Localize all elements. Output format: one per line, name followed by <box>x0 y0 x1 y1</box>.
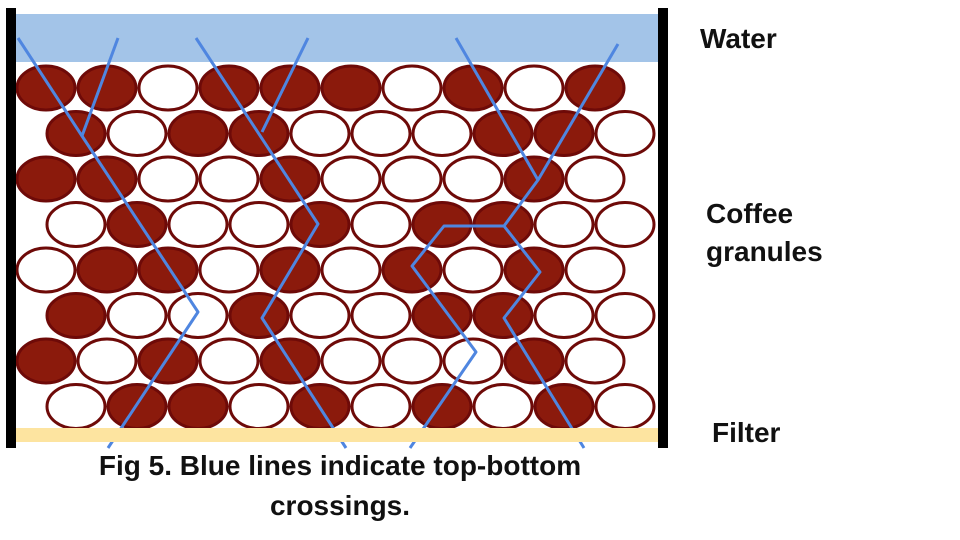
dark-granule <box>167 383 229 430</box>
light-granule <box>594 292 656 339</box>
light-granule <box>350 201 412 248</box>
light-granule <box>76 337 138 385</box>
figure-caption: Fig 5. Blue lines indicate top-bottom cr… <box>20 446 660 526</box>
dark-granule <box>76 246 138 294</box>
light-granule <box>442 337 504 385</box>
light-granule <box>320 155 382 203</box>
crossing-path-line <box>260 37 310 133</box>
light-granule <box>442 155 504 203</box>
light-granule <box>106 292 168 339</box>
dark-granule <box>381 246 443 294</box>
light-granule <box>15 246 77 294</box>
light-granule <box>198 246 260 294</box>
dark-granule <box>411 383 473 430</box>
light-granule <box>320 337 382 385</box>
dark-granule <box>289 201 351 248</box>
light-granule <box>45 383 107 430</box>
light-granule <box>320 246 382 294</box>
filter-label: Filter <box>712 417 781 448</box>
light-granule <box>594 201 656 248</box>
dark-granule <box>106 201 168 248</box>
crossing-path-line <box>502 225 586 449</box>
caption-line-1: Fig 5. Blue lines indicate top-bottom <box>98 450 582 481</box>
container-right-wall <box>658 8 668 448</box>
light-granule <box>198 155 260 203</box>
filter-layer <box>14 428 662 442</box>
dark-granule <box>503 246 565 294</box>
light-granule <box>564 246 626 294</box>
water-layer <box>14 14 662 62</box>
light-granule <box>228 383 290 430</box>
light-granule <box>289 110 351 157</box>
light-granule <box>289 292 351 339</box>
light-granule <box>564 155 626 203</box>
crossing-paths <box>16 37 620 449</box>
coffee-granules-label: Coffee granules <box>706 195 906 271</box>
light-granule <box>381 155 443 203</box>
light-granule <box>167 292 229 339</box>
light-granule <box>381 64 443 112</box>
light-granule <box>228 201 290 248</box>
crossing-path-line <box>16 37 200 449</box>
dark-granule <box>503 155 565 203</box>
light-granule <box>350 292 412 339</box>
dark-granule <box>137 246 199 294</box>
light-granule <box>45 201 107 248</box>
dark-granule <box>564 64 626 112</box>
light-granule <box>167 201 229 248</box>
dark-granule <box>45 110 107 157</box>
container-left-wall <box>6 8 16 448</box>
caption-line-2: crossings. <box>269 490 411 521</box>
light-granule <box>350 110 412 157</box>
dark-granule <box>137 337 199 385</box>
light-granule <box>594 383 656 430</box>
water-label: Water <box>700 23 777 54</box>
light-granule <box>533 292 595 339</box>
light-granule <box>564 337 626 385</box>
coffee-label-line-1: Coffee <box>706 198 794 229</box>
crossing-path-line <box>194 37 348 449</box>
dark-granule <box>15 155 77 203</box>
crossing-path-line <box>536 43 620 181</box>
light-granule <box>533 201 595 248</box>
dark-granule <box>15 64 77 112</box>
dark-granule <box>228 292 290 339</box>
dark-granule <box>76 64 138 112</box>
coffee-label-line-2: granules <box>706 236 823 267</box>
dark-granule <box>167 110 229 157</box>
light-granule <box>350 383 412 430</box>
light-granule <box>411 110 473 157</box>
dark-granule <box>259 64 321 112</box>
dark-granule <box>472 292 534 339</box>
coffee-granules <box>15 64 656 430</box>
light-granule <box>106 110 168 157</box>
dark-granule <box>411 292 473 339</box>
light-granule <box>472 383 534 430</box>
dark-granule <box>15 337 77 385</box>
light-granule <box>503 64 565 112</box>
light-granule <box>137 155 199 203</box>
dark-granule <box>320 64 382 112</box>
light-granule <box>198 337 260 385</box>
light-granule <box>594 110 656 157</box>
dark-granule <box>45 292 107 339</box>
dark-granule <box>76 155 138 203</box>
light-granule <box>442 246 504 294</box>
dark-granule <box>503 337 565 385</box>
light-granule <box>137 64 199 112</box>
light-granule <box>381 337 443 385</box>
dark-granule <box>533 383 595 430</box>
crossing-path-line <box>80 37 120 137</box>
